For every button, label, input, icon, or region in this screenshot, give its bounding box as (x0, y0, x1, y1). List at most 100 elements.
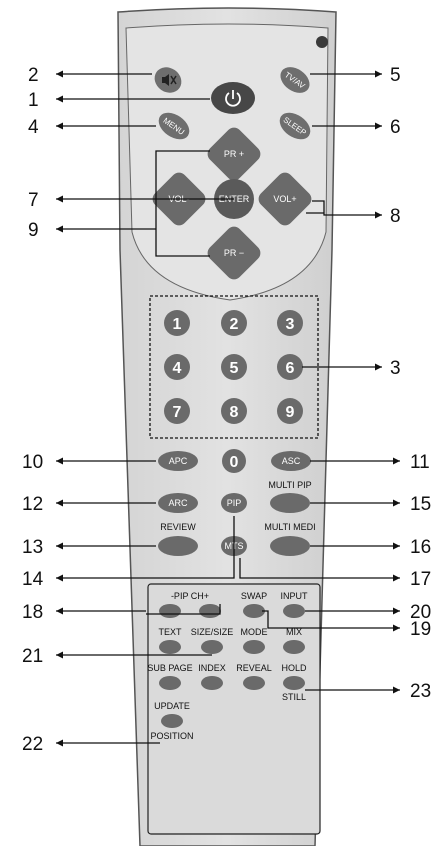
hold-button[interactable] (283, 676, 305, 690)
apc-label: APC (169, 456, 188, 466)
digit-3-button[interactable] (277, 310, 303, 336)
callout-16: 16 (410, 537, 431, 558)
reveal-button[interactable] (243, 676, 265, 690)
sleep-button[interactable] (275, 107, 315, 145)
digit-3-label: 3 (286, 316, 295, 333)
index-button[interactable] (201, 676, 223, 690)
mix-label: MIX (286, 627, 302, 637)
digit-9-button[interactable] (277, 398, 303, 424)
reveal-label: REVEAL (236, 663, 272, 673)
digit-4-label: 4 (173, 360, 182, 377)
pr-minus-button[interactable] (204, 223, 263, 282)
digit-7-label: 7 (173, 404, 182, 421)
callout-1: 1 (28, 90, 39, 111)
callout-6: 6 (390, 117, 401, 138)
callout-3: 3 (390, 358, 401, 379)
index-label: INDEX (198, 663, 226, 673)
sub-page-label: SUB PAGE (147, 663, 192, 673)
arc-label: ARC (168, 498, 188, 508)
mode-button[interactable] (243, 640, 265, 654)
pip-ch-plus-button[interactable] (199, 604, 221, 618)
digit-6-label: 6 (286, 360, 295, 377)
callout-5: 5 (390, 65, 401, 86)
digit-2-label: 2 (230, 316, 239, 333)
pr-minus-label: PR − (224, 248, 244, 258)
position-label: POSITION (150, 731, 193, 741)
mute-icon (162, 74, 177, 86)
update-label: UPDATE (154, 701, 190, 711)
multi-medi-button[interactable] (270, 536, 310, 556)
callout-20: 20 (410, 602, 431, 623)
ir-led (316, 36, 328, 48)
tv-av-button[interactable] (276, 62, 315, 98)
digit-7-button[interactable] (164, 398, 190, 424)
vol-plus-label: VOL+ (273, 194, 296, 204)
asc-button[interactable] (271, 451, 311, 471)
number-pad: 1 2 3 4 5 6 7 8 9 (164, 310, 303, 424)
callout-23: 23 (410, 681, 431, 702)
callout-4: 4 (28, 117, 39, 138)
callout-lines (56, 70, 235, 747)
digit-4-button[interactable] (164, 354, 190, 380)
callout-8: 8 (390, 206, 401, 227)
pip-button[interactable] (221, 493, 247, 513)
digit-0-button[interactable] (222, 449, 246, 473)
input-label: INPUT (281, 591, 309, 601)
review-label: REVIEW (160, 522, 196, 532)
review-button[interactable] (158, 536, 198, 556)
mix-button[interactable] (283, 640, 305, 654)
swap-label: SWAP (241, 591, 267, 601)
text-label: TEXT (158, 627, 182, 637)
menu-button[interactable] (154, 107, 194, 145)
callout-17: 17 (410, 569, 431, 590)
digit-6-button[interactable] (277, 354, 303, 380)
multi-medi-label: MULTI MEDI (264, 522, 315, 532)
digit-1-button[interactable] (164, 310, 190, 336)
pr-plus-button[interactable] (204, 124, 263, 183)
callout-lines-right (239, 70, 400, 694)
callout-22: 22 (22, 734, 43, 755)
callout-9: 9 (28, 220, 39, 241)
callout-12: 12 (22, 494, 43, 515)
pip-ch-minus-button[interactable] (159, 604, 181, 618)
digit-2-button[interactable] (221, 310, 247, 336)
text-button[interactable] (159, 640, 181, 654)
callout-2: 2 (28, 65, 39, 86)
digit-9-label: 9 (286, 404, 295, 421)
pip-label: PIP (227, 498, 242, 508)
digit-5-button[interactable] (221, 354, 247, 380)
callout-13: 13 (22, 537, 43, 558)
digit-8-button[interactable] (221, 398, 247, 424)
asc-label: ASC (282, 456, 301, 466)
pip-ch-label: -PIP CH+ (171, 591, 209, 601)
size-label: SIZE/SIZE (191, 627, 234, 637)
apc-button[interactable] (158, 451, 198, 471)
still-label: STILL (282, 692, 306, 702)
callout-21: 21 (22, 646, 43, 667)
digit-5-label: 5 (230, 360, 239, 377)
swap-button[interactable] (243, 604, 265, 618)
callout-15: 15 (410, 494, 431, 515)
teletext-panel (147, 583, 321, 835)
mode-label: MODE (241, 627, 268, 637)
digit-8-label: 8 (230, 404, 239, 421)
callout-10: 10 (22, 452, 43, 473)
callout-14: 14 (22, 569, 44, 590)
multi-pip-button[interactable] (270, 493, 310, 513)
enter-label: ENTER (219, 194, 250, 204)
update-button[interactable] (161, 714, 183, 728)
arc-button[interactable] (158, 493, 198, 513)
callout-19: 19 (410, 619, 431, 640)
power-icon (225, 90, 241, 107)
pr-plus-label: PR + (224, 149, 244, 159)
input-button[interactable] (283, 604, 305, 618)
size-button[interactable] (201, 640, 223, 654)
digit-1-label: 1 (173, 316, 182, 333)
multi-pip-label: MULTI PIP (268, 480, 311, 490)
callout-18: 18 (22, 602, 43, 623)
digit-0-label: 0 (230, 454, 239, 471)
callout-11: 11 (410, 452, 430, 473)
sub-page-button[interactable] (159, 676, 181, 690)
vol-plus-button[interactable] (255, 169, 314, 228)
